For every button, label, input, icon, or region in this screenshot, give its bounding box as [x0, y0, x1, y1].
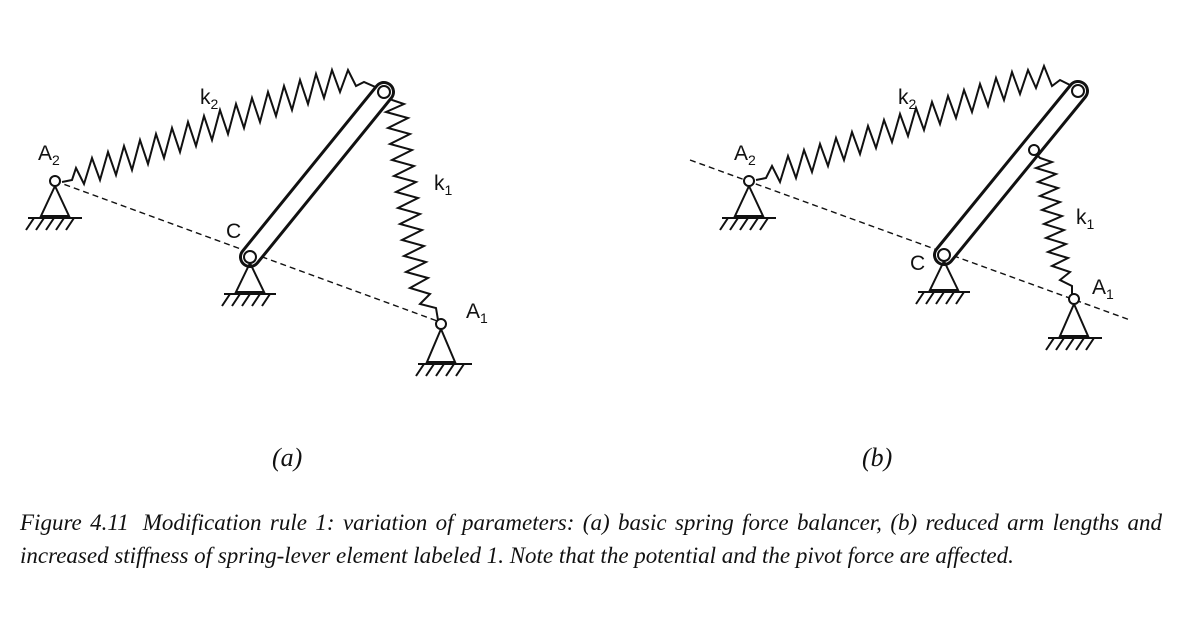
pivot-joint-c-a [243, 250, 257, 264]
pivot-joint-top-a [377, 85, 391, 99]
spring-attach-b [1028, 144, 1040, 156]
label-c-a: C [226, 220, 241, 243]
ground-support-a1-a [415, 328, 472, 377]
pivot-a2-a [49, 175, 61, 187]
label-a1-a: A1 [466, 300, 488, 326]
lever-b-fill [936, 83, 1086, 263]
lever-a-fill [242, 84, 392, 265]
spring-k2-a [61, 66, 383, 187]
figure-drawing: k2 k1 A2 C A1 (a) [25, 63, 1131, 472]
panel-b [689, 63, 1131, 351]
spring-k1-b [1032, 151, 1073, 296]
spring-k1-a [383, 95, 439, 321]
label-k1-a: k1 [434, 172, 453, 198]
ground-support-a2-a [25, 185, 82, 231]
ground-support-a1-b [1045, 303, 1102, 351]
pivot-a1-b [1068, 293, 1080, 305]
label-k1-b: k1 [1076, 206, 1095, 232]
pivot-a1-a [435, 318, 447, 330]
reference-line-b [689, 159, 1131, 321]
pivot-a2-b [743, 175, 755, 187]
pivot-joint-top-b [1071, 84, 1085, 98]
label-a2-a: A2 [38, 142, 60, 168]
ground-support-c-a [221, 262, 276, 307]
ground-support-c-b [915, 260, 970, 305]
label-a1-b: A1 [1092, 276, 1114, 302]
label-a2-b: A2 [734, 142, 756, 168]
spring-k2-b [755, 63, 1077, 185]
label-c-b: C [910, 252, 925, 275]
figure-number: Figure 4.11 [20, 510, 129, 535]
ground-support-a2-b [719, 185, 776, 231]
pivot-joint-c-b [937, 248, 951, 262]
label-k2-b: k2 [898, 86, 917, 112]
label-k2-a: k2 [200, 86, 219, 112]
caption-text: Modification rule 1: variation of parame… [20, 510, 1162, 568]
panel-label-b: (b) [862, 443, 892, 472]
panel-label-a: (a) [272, 443, 302, 472]
panel-a [25, 66, 472, 377]
